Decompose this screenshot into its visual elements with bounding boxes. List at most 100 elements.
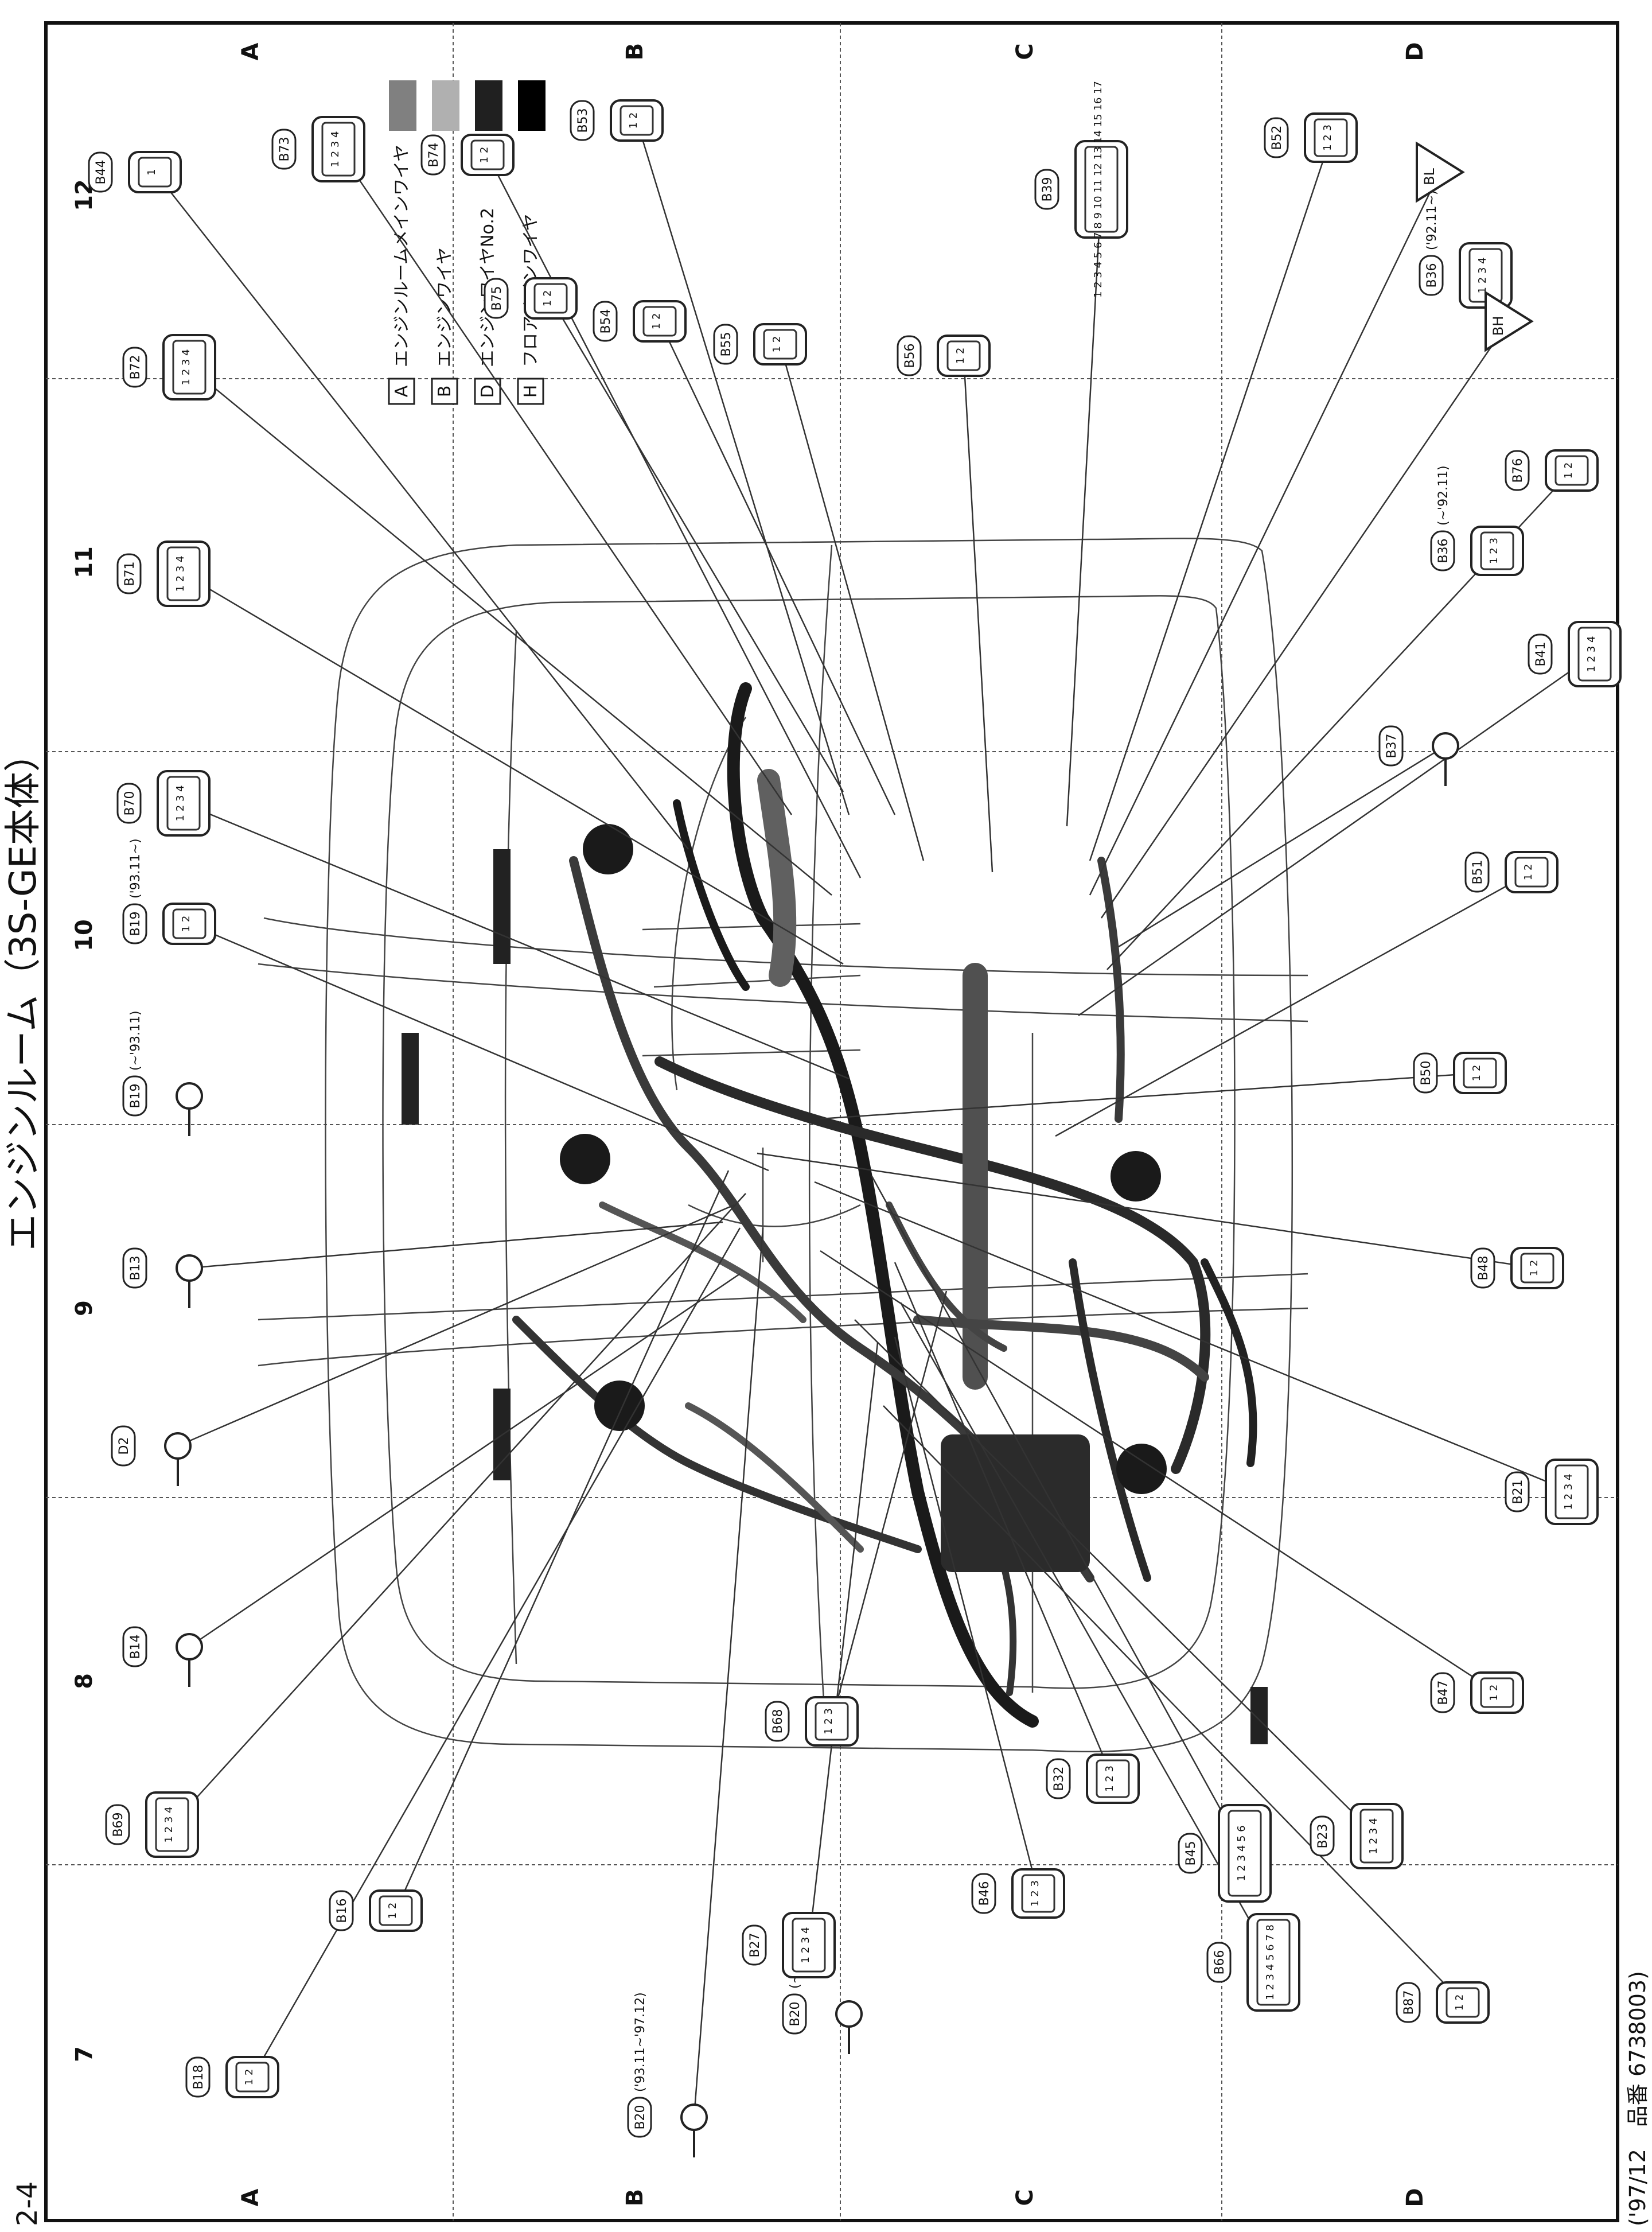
grommet (560, 1134, 610, 1184)
connector-id: B72 (128, 355, 143, 379)
connector-id-box (105, 1804, 130, 1845)
connector[interactable]: B14 (122, 1626, 203, 1687)
connector[interactable]: D2 (111, 1425, 192, 1486)
connector-face (1228, 1810, 1262, 1897)
connector-id: B44 (94, 160, 108, 184)
connector-note: ('92.11~) (1425, 190, 1439, 250)
connector-face (533, 283, 568, 314)
connector-pins: 1 2 (243, 2069, 255, 2086)
connector-id-box (1178, 1833, 1203, 1874)
connector-id: B87 (1402, 1990, 1416, 2015)
connector-id-box (88, 151, 113, 193)
connector[interactable]: B13 (122, 1247, 203, 1308)
connector-face (1463, 1057, 1497, 1088)
connector-id: B27 (748, 1932, 762, 1957)
legend-swatch (475, 80, 502, 131)
connector-pins: 1 2 (1454, 1994, 1466, 2011)
leader-line (1089, 172, 1441, 896)
connector-face (1577, 627, 1612, 682)
connector-id-box (122, 1626, 147, 1667)
connector-id-box (271, 129, 297, 170)
leader-line (779, 344, 925, 861)
ground-flag[interactable]: BL (1416, 141, 1465, 203)
leader-line (871, 1176, 1246, 1854)
leader-line (831, 1290, 948, 1722)
connector-id: B68 (771, 1709, 785, 1733)
ground-flag[interactable]: BH (1485, 290, 1534, 352)
connector[interactable]: B19(~'93.11) (122, 1010, 203, 1136)
page-frame (44, 21, 1619, 2222)
connector-pins: 1 2 3 4 5 6 (1236, 1825, 1248, 1881)
leader-line (820, 1250, 1498, 1694)
connector-id: B41 (1534, 641, 1548, 666)
row-label: A (237, 2188, 264, 2206)
connector-id: B66 (1213, 1950, 1227, 1974)
connector-note: (~'93.11) (128, 1010, 143, 1071)
leader-line (172, 1193, 746, 1825)
connector-pins: 1 2 (478, 147, 490, 164)
harness-bundle (512, 1316, 922, 1553)
leader-line (251, 1227, 741, 2078)
connector-pins: 1 2 (1528, 1260, 1540, 1277)
connector-face (1256, 1919, 1291, 2006)
connector-face (138, 157, 172, 188)
engine-bay-outline (258, 538, 1308, 1753)
connector-id-box (627, 2097, 652, 2138)
connector-pins: 1 2 3 4 (800, 1927, 812, 1963)
connector-face (1520, 1253, 1554, 1284)
leader-line (189, 923, 769, 1172)
connector-id: B20 (788, 2001, 802, 2026)
leader-line (963, 355, 993, 873)
connector-pins: 1 2 (180, 916, 192, 932)
connector[interactable]: 1 2 3 4 5 6 7 8 9 10 11 12 13 14 15 16 1… (1034, 81, 1128, 298)
connector[interactable]: B20('93.11~'97.12) (627, 1992, 708, 2157)
connector[interactable]: B37 (1378, 725, 1459, 786)
connector-face (642, 306, 677, 337)
leader-line (808, 1342, 879, 1946)
connector[interactable]: 1 2 B87 (1396, 1981, 1490, 2024)
leader-line (814, 1181, 1572, 1493)
ground-flags: BL BH (1089, 141, 1534, 919)
legend-code-box (474, 378, 501, 405)
connector-pins: 1 2 3 4 (163, 1807, 175, 1843)
connector-id: B45 (1184, 1841, 1198, 1865)
legend-code-box (517, 378, 544, 405)
connector[interactable]: 1 2 3 4 B27 (742, 1912, 836, 1978)
connector-id: B50 (1419, 1060, 1433, 1085)
leader-line (183, 573, 844, 965)
connector-id: B16 (335, 1898, 349, 1923)
page-label: 2-4 (11, 2182, 44, 2226)
connector[interactable]: 1 2 3 4 5 6 B45 (1178, 1804, 1272, 1903)
connector-pins: 1 2 3 4 5 6 7 8 9 10 11 12 13 14 15 16 1… (1092, 81, 1104, 298)
